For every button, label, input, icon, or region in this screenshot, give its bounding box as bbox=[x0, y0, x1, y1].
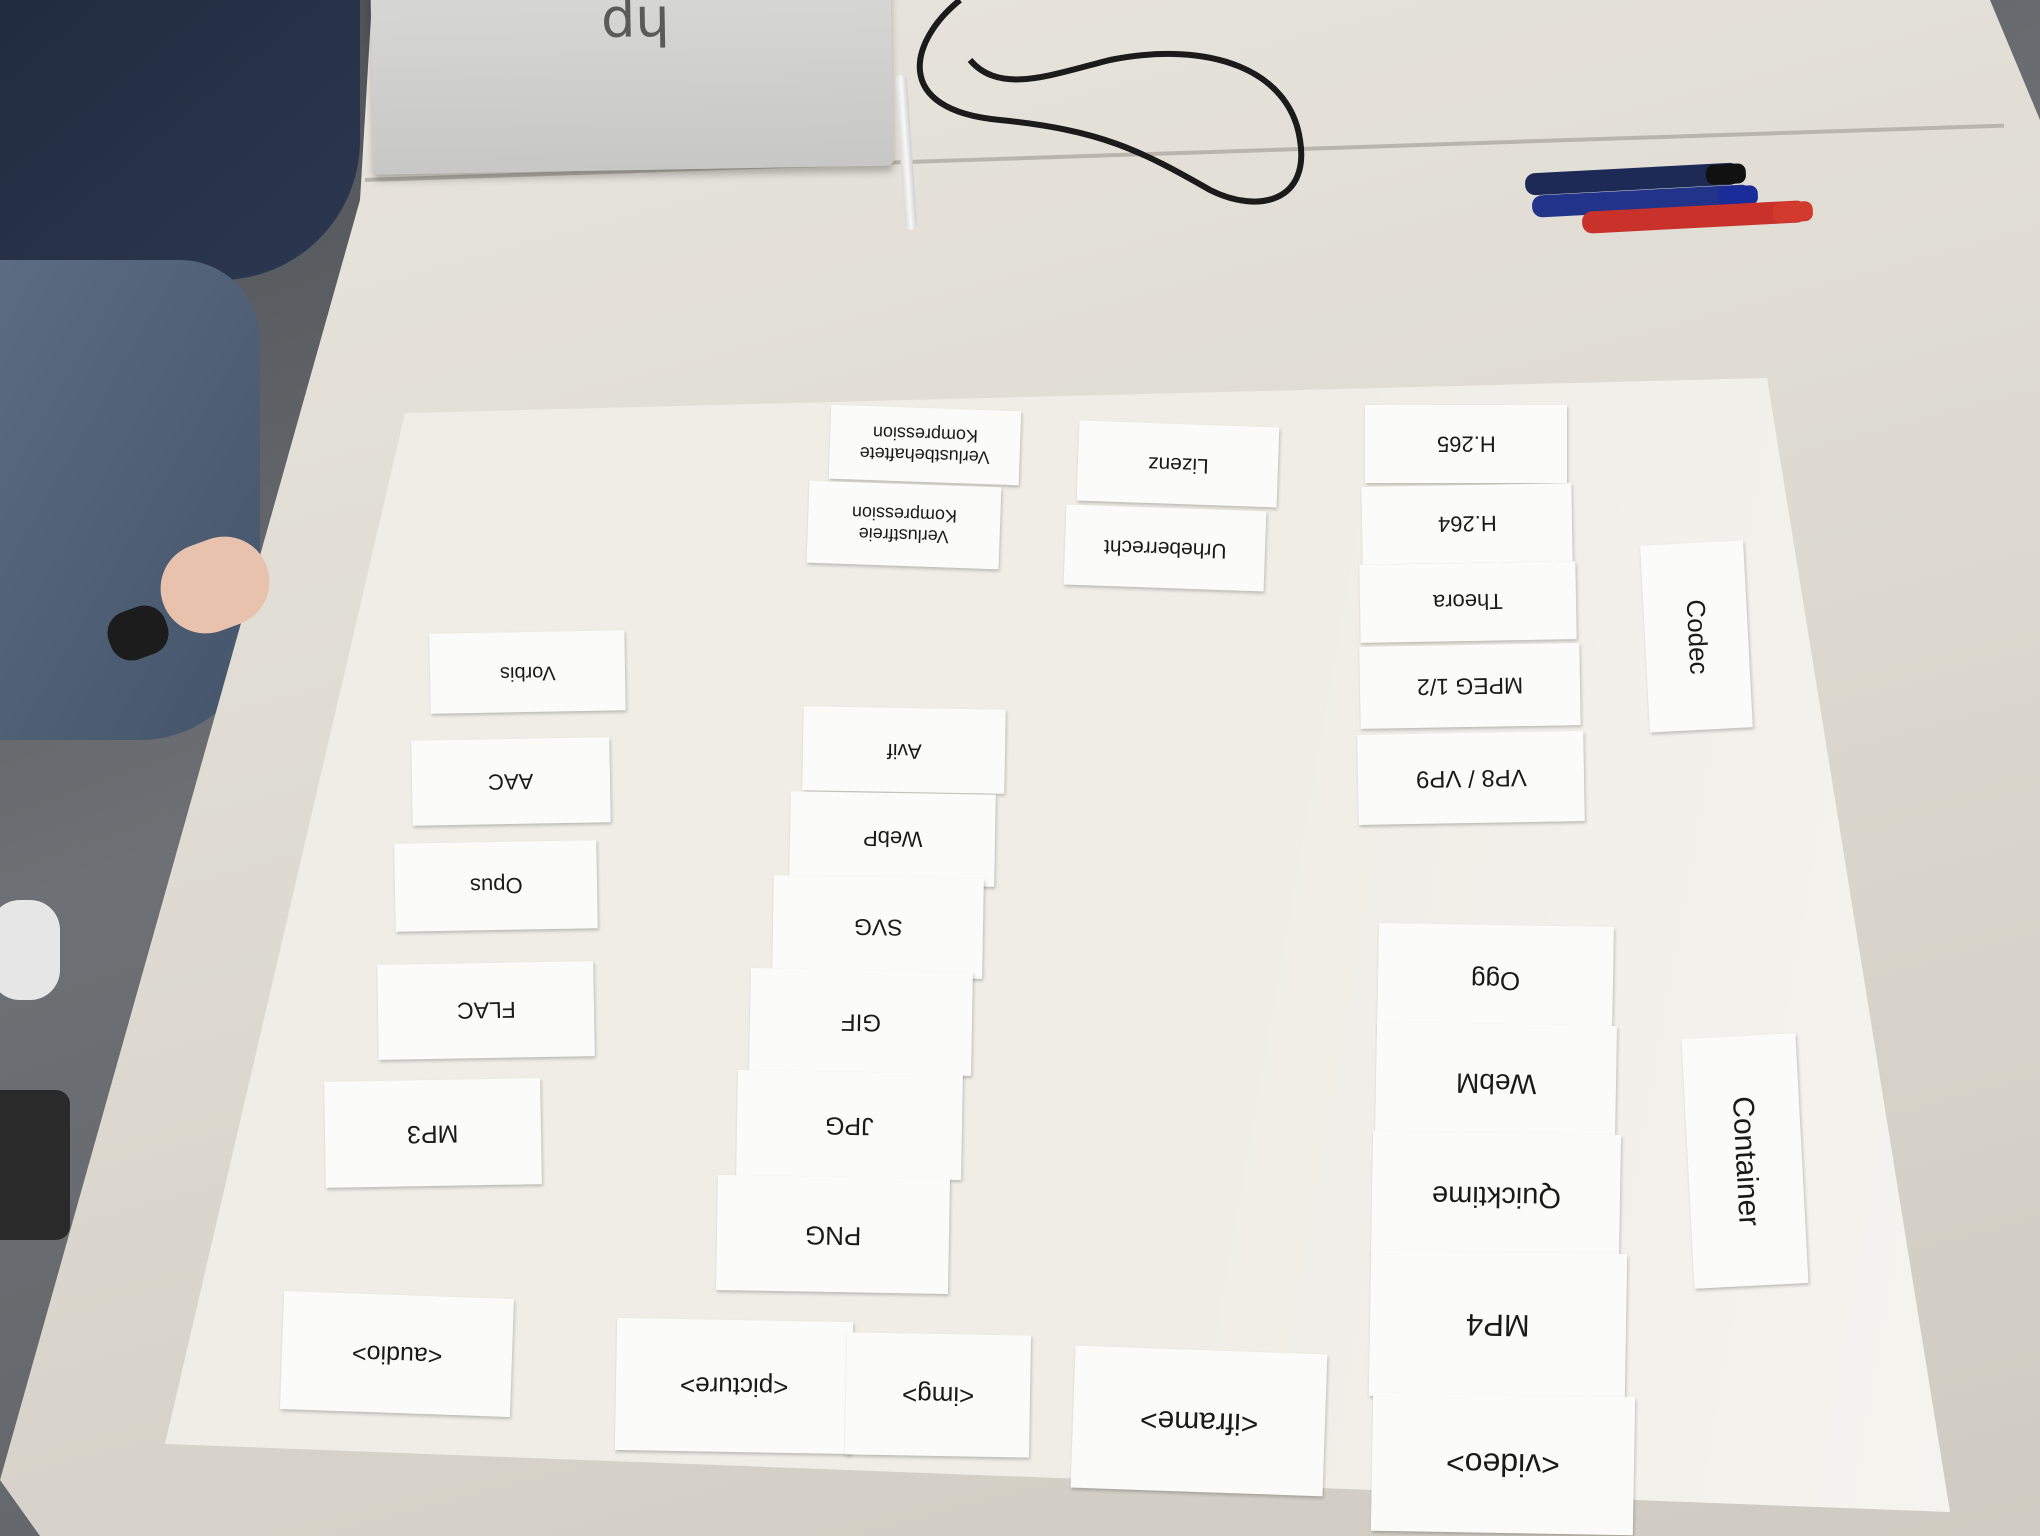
card-mp4[interactable]: MP4 bbox=[1368, 1249, 1628, 1401]
card-label: WebP bbox=[862, 826, 923, 853]
card-ogg[interactable]: Ogg bbox=[1377, 922, 1614, 1038]
card-container[interactable]: Container bbox=[1681, 1033, 1809, 1289]
card-label: MP4 bbox=[1465, 1307, 1531, 1344]
card-verlustfreie[interactable]: Verlustfreie Kompression bbox=[806, 480, 1002, 570]
card-audio-tag[interactable]: <audio> bbox=[280, 1291, 514, 1417]
card-label: <picture> bbox=[679, 1370, 789, 1403]
card-gif[interactable]: GIF bbox=[749, 968, 973, 1076]
card-label: <img> bbox=[901, 1380, 975, 1412]
laptop: hp bbox=[370, 0, 894, 175]
card-verlustbehaftete[interactable]: Verlustbehaftete Kompression bbox=[828, 404, 1022, 486]
card-label: Urheberrecht bbox=[1103, 534, 1227, 563]
card-aac[interactable]: AAC bbox=[411, 737, 611, 826]
card-webm[interactable]: WebM bbox=[1374, 1021, 1618, 1145]
card-img-tag[interactable]: <img> bbox=[844, 1332, 1032, 1458]
card-urheberrecht[interactable]: Urheberrecht bbox=[1063, 504, 1267, 592]
cable bbox=[916, 0, 1305, 205]
card-mp3[interactable]: MP3 bbox=[324, 1078, 542, 1188]
card-opus[interactable]: Opus bbox=[394, 840, 598, 932]
shoe bbox=[0, 900, 60, 1000]
card-iframe-tag[interactable]: <iframe> bbox=[1070, 1345, 1328, 1497]
card-quicktime[interactable]: Quicktime bbox=[1370, 1130, 1622, 1262]
card-codec[interactable]: Codec bbox=[1640, 540, 1753, 733]
person-jacket bbox=[0, 0, 360, 280]
card-label: H.264 bbox=[1437, 511, 1497, 538]
card-label: WebM bbox=[1455, 1067, 1537, 1100]
card-label: JPG bbox=[824, 1110, 875, 1140]
card-label: GIF bbox=[840, 1008, 882, 1037]
card-label: VP8 / VP9 bbox=[1415, 763, 1527, 793]
card-label: Container bbox=[1725, 1095, 1766, 1227]
card-avif[interactable]: Avif bbox=[802, 706, 1006, 794]
card-label: Opus bbox=[469, 873, 523, 900]
card-webp[interactable]: WebP bbox=[789, 791, 996, 887]
card-lizenz[interactable]: Lizenz bbox=[1076, 420, 1280, 508]
card-label: SVG bbox=[853, 913, 903, 941]
card-picture-tag[interactable]: <picture> bbox=[614, 1317, 854, 1455]
card-vorbis[interactable]: Vorbis bbox=[429, 630, 626, 714]
card-label: Verlustfreie Kompression bbox=[851, 503, 958, 548]
card-label: H.265 bbox=[1436, 431, 1496, 457]
card-jpg[interactable]: JPG bbox=[736, 1070, 963, 1180]
card-label: Codec bbox=[1680, 598, 1715, 675]
card-label: PNG bbox=[804, 1219, 862, 1251]
card-h265[interactable]: H.265 bbox=[1365, 405, 1567, 483]
card-label: Avif bbox=[886, 738, 922, 763]
card-label: <video> bbox=[1445, 1445, 1561, 1484]
card-label: FLAC bbox=[456, 997, 516, 1025]
card-label: Theora bbox=[1432, 589, 1504, 616]
card-png[interactable]: PNG bbox=[716, 1174, 950, 1295]
card-label: <audio> bbox=[351, 1338, 443, 1370]
chair bbox=[0, 1090, 70, 1240]
card-label: Lizenz bbox=[1147, 452, 1209, 478]
card-label: Ogg bbox=[1470, 965, 1521, 997]
card-label: <iframe> bbox=[1139, 1403, 1259, 1441]
card-mpeg12[interactable]: MPEG 1/2 bbox=[1359, 643, 1581, 729]
card-svg[interactable]: SVG bbox=[772, 875, 984, 979]
person-sweater bbox=[0, 260, 260, 740]
laptop-logo: hp bbox=[600, 0, 671, 58]
card-theora[interactable]: Theora bbox=[1359, 561, 1577, 643]
card-vp8vp9[interactable]: VP8 / VP9 bbox=[1357, 731, 1585, 825]
card-flac[interactable]: FLAC bbox=[377, 961, 595, 1060]
card-h264[interactable]: H.264 bbox=[1361, 483, 1573, 565]
card-video-tag[interactable]: <video> bbox=[1370, 1392, 1636, 1536]
card-label: Verlustbehaftete Kompression bbox=[859, 423, 990, 468]
card-label: MP3 bbox=[407, 1118, 459, 1148]
card-label: Vorbis bbox=[499, 661, 556, 684]
card-label: MPEG 1/2 bbox=[1416, 672, 1524, 701]
card-label: Quicktime bbox=[1431, 1179, 1561, 1214]
card-label: AAC bbox=[488, 768, 534, 795]
